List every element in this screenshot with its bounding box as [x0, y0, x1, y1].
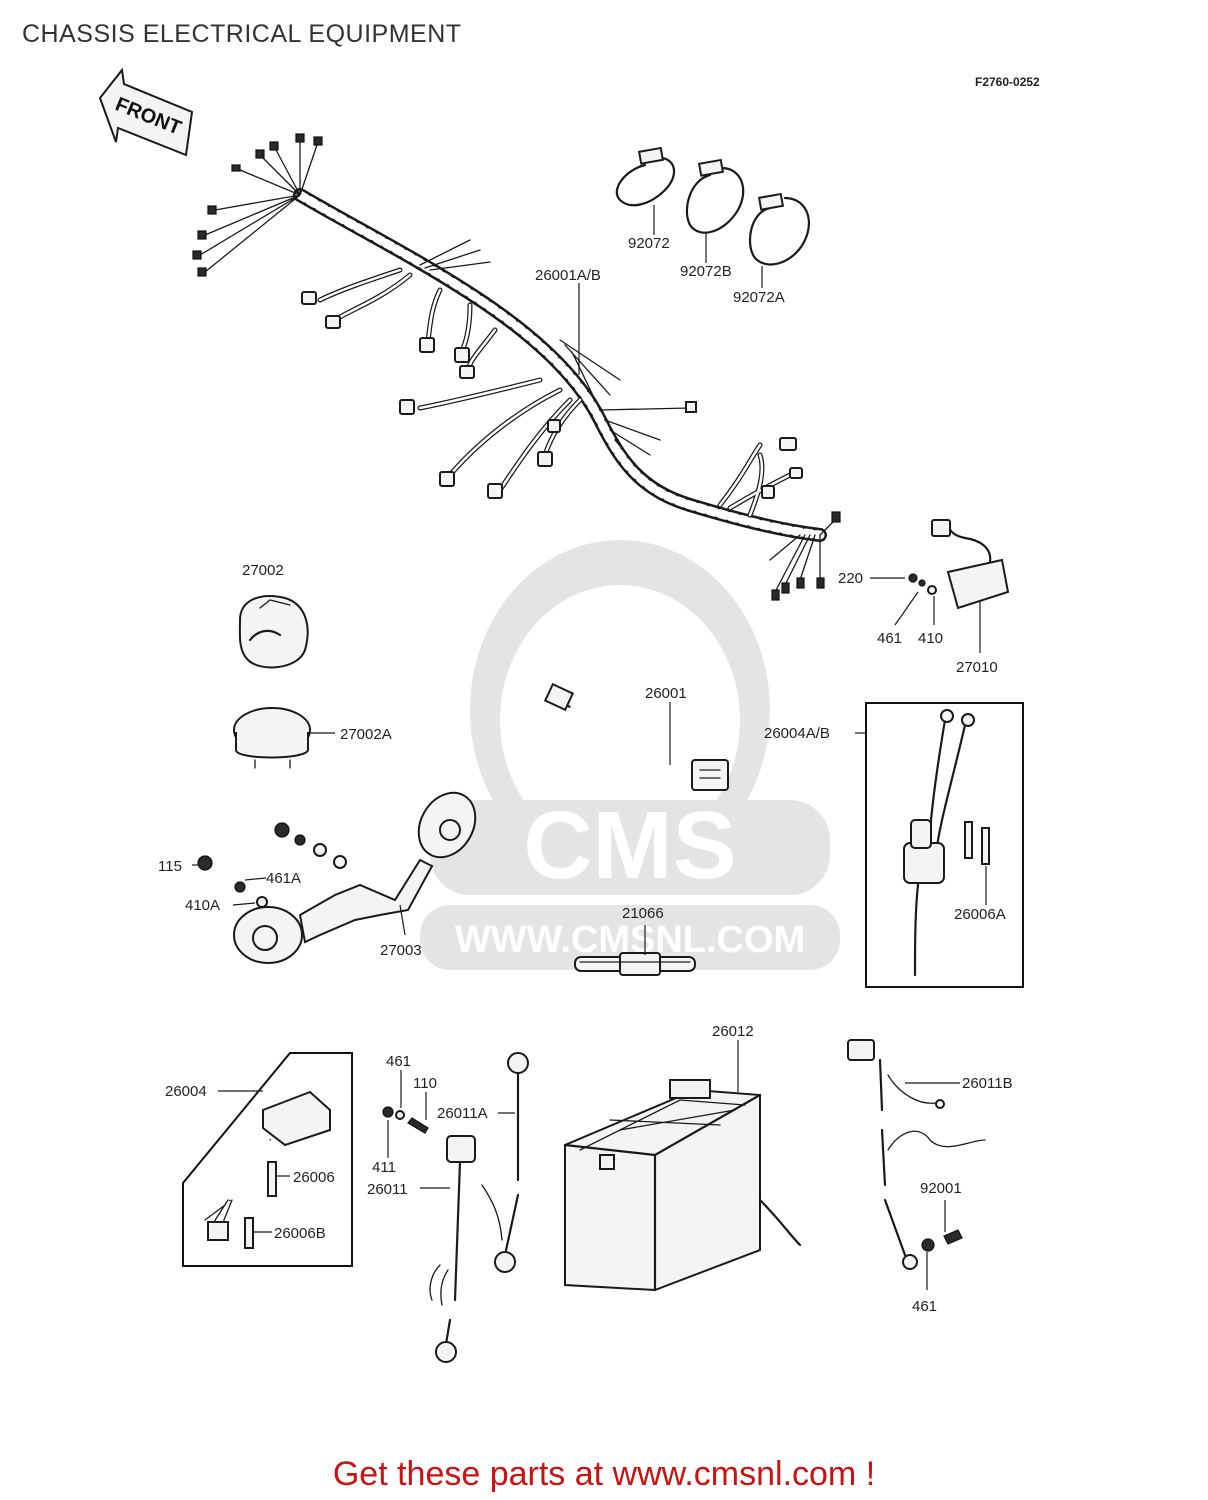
part-label-220: 220 [838, 570, 863, 587]
part-label-92072: 92072 [628, 235, 670, 252]
part-label-92001: 92001 [920, 1180, 962, 1197]
washer-461-b [395, 1110, 405, 1120]
watermark: CMS WWW.CMSNL.COM [420, 540, 840, 970]
part-label-27003: 27003 [380, 942, 422, 959]
watermark-url-banner [420, 905, 840, 970]
clamp-band-92072 [615, 146, 676, 207]
component-27002 [238, 595, 309, 669]
part-label-26011: 26011 [367, 1181, 408, 1198]
component-26004 [204, 1090, 331, 1249]
washer-410A [256, 896, 268, 908]
watermark-logo-banner [430, 800, 830, 895]
part-label-26001: 26001 [645, 685, 687, 702]
bolt-92001 [943, 1229, 963, 1245]
part-label-26011B: 26011B [962, 1075, 1013, 1092]
nut-411 [382, 1106, 394, 1118]
part-label-27010: 27010 [956, 659, 998, 676]
footer-cta-link[interactable]: Get these parts at www.cmsnl.com ! [332, 1455, 876, 1493]
component-26004AB [903, 709, 990, 977]
washer-461 [918, 579, 926, 587]
figure-code: F2760-0252 [975, 75, 1040, 89]
clamp-band-92072B [685, 158, 745, 234]
washer-461A [234, 881, 246, 893]
part-label-410A: 410A [185, 897, 220, 914]
part-label-92072B: 92072B [680, 263, 732, 280]
part-label-110: 110 [413, 1075, 437, 1092]
group-box-26004AB [865, 702, 1024, 988]
front-arrow: FRONT [98, 67, 194, 157]
parts-diagram: CMS WWW.CMSNL.COM F2760-0252 FRONT [98, 67, 1040, 1363]
component-26011B-cable [847, 1039, 986, 1270]
part-label-26004: 26004 [165, 1083, 207, 1100]
part-label-461-c: 461 [912, 1298, 937, 1315]
part-label-26004AB: 26004A/B [764, 725, 830, 742]
part-label-27002A: 27002A [340, 726, 392, 743]
washer-461-c [921, 1238, 935, 1252]
component-26011-cable [429, 1135, 476, 1363]
part-label-411: 411 [372, 1159, 396, 1176]
part-label-410: 410 [918, 630, 943, 647]
part-label-26012: 26012 [712, 1023, 754, 1040]
part-label-461-a: 461 [877, 630, 902, 647]
part-label-27002: 27002 [242, 562, 284, 579]
part-label-26011A: 26011A [437, 1105, 488, 1122]
clamp-band-92072A [748, 192, 810, 266]
component-27002A [233, 707, 311, 769]
washer-410 [927, 585, 937, 595]
watermark-helmet-visor [500, 585, 740, 855]
page-title: CHASSIS ELECTRICAL EQUIPMENT [22, 20, 462, 48]
component-27010 [931, 519, 1010, 610]
component-26012-battery [563, 1079, 802, 1292]
part-label-461-b: 461 [386, 1053, 411, 1070]
part-label-115: 115 [158, 858, 182, 875]
part-label-26006B: 26006B [274, 1225, 326, 1242]
part-label-26006: 26006 [293, 1169, 335, 1186]
bolt-220 [908, 573, 918, 583]
bolt-110 [407, 1117, 429, 1134]
bolt-115 [197, 855, 213, 871]
component-26011A-cable [481, 1052, 529, 1273]
part-label-21066: 21066 [622, 905, 664, 922]
component-26001-subharness [543, 682, 729, 791]
part-label-26001AB: 26001A/B [535, 267, 601, 284]
part-label-92072A: 92072A [733, 289, 785, 306]
component-27003-horns [233, 791, 477, 964]
group-box-26004 [182, 1052, 353, 1267]
part-label-26006A: 26006A [954, 906, 1006, 923]
component-21066 [574, 952, 696, 976]
watermark-logo-text: CMS [523, 792, 736, 899]
wiring-harness-main [192, 133, 841, 601]
part-label-461A: 461A [266, 870, 301, 887]
